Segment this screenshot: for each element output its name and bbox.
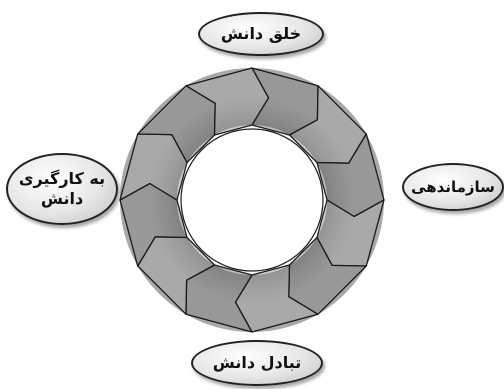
cycle-arrows [120,68,384,332]
stage-knowledge-exchange: تبادل دانش [191,340,323,386]
stage-apply-knowledge: به کارگیری دانش [6,153,118,225]
stage-organizing: سازماندهی [402,163,504,211]
stage-create-knowledge: خلق دانش [198,12,324,56]
ring-center [181,129,323,271]
